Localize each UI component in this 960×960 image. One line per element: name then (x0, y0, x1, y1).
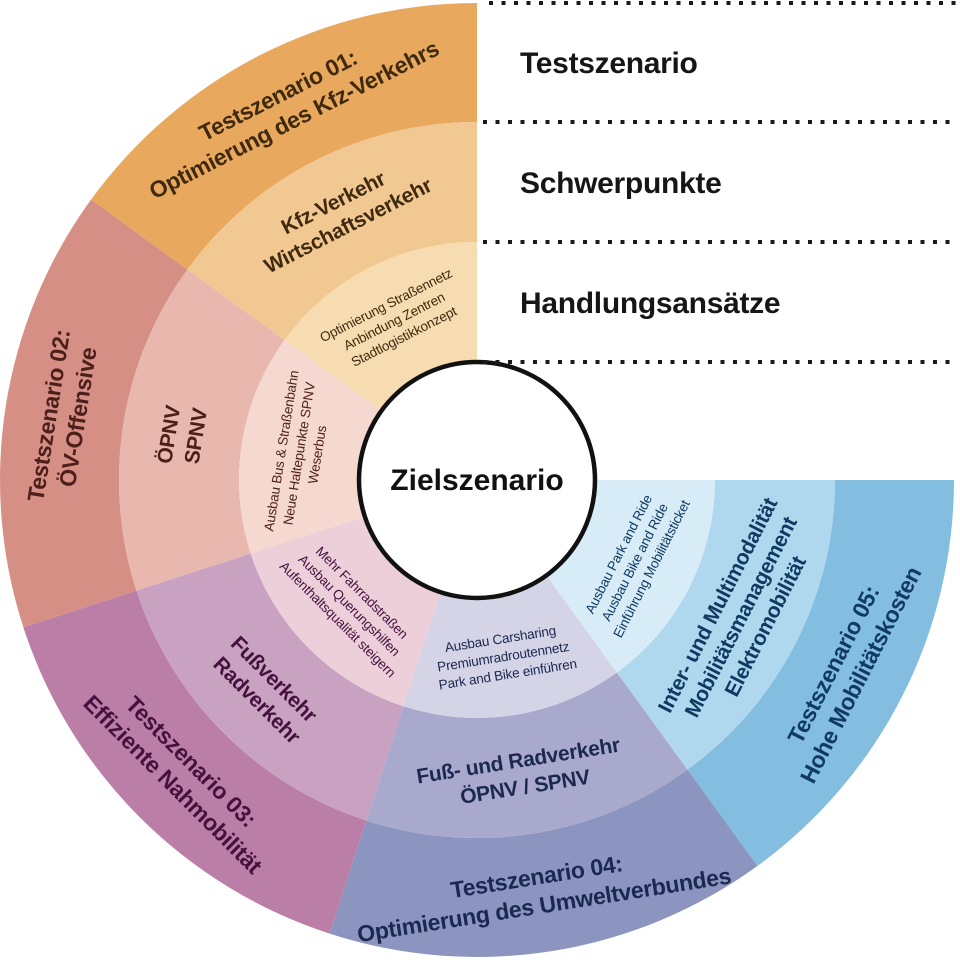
legend-row-testszenario: Testszenario (520, 47, 698, 80)
segment-02-inner-arc (239, 340, 380, 554)
legend-row-handlungsansaetze: Handlungsansätze (520, 287, 780, 320)
segment-04-inner-arc (403, 577, 617, 718)
center-label: Zielszenario (390, 464, 563, 497)
segment-03-inner-arc (250, 517, 440, 707)
segment-01-inner-arc (284, 242, 477, 410)
center-circle (356, 359, 598, 601)
segment-04-middle-arc (366, 672, 688, 839)
segment-03-middle-arc (136, 553, 404, 821)
segment-05-inner-arc (547, 480, 715, 673)
legend: Testszenario Schwerpunkte Handlungsansät… (483, 1, 957, 364)
segment-05-middle-arc (616, 480, 835, 770)
segment-02-outer-arc (0, 199, 188, 628)
segment-02-middle-arc (118, 269, 285, 591)
segment-01-middle-arc (187, 122, 477, 341)
segment-01-outer-arc (91, 2, 477, 270)
segment-05-outer-arc (687, 480, 955, 866)
legend-row-schwerpunkte: Schwerpunkte (520, 167, 721, 200)
segment-03-outer-arc (23, 590, 367, 934)
segment-04-outer-arc (329, 769, 758, 957)
